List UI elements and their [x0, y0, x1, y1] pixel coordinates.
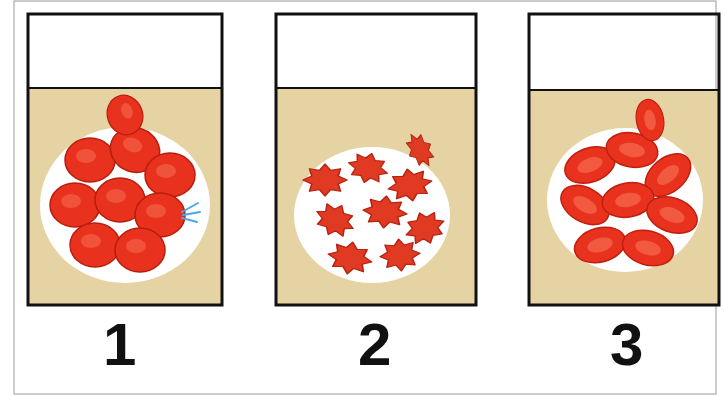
frame — [14, 1, 716, 394]
beaker — [276, 14, 476, 305]
callout-number: 2 — [358, 315, 391, 375]
callout-number: 3 — [610, 315, 643, 375]
beaker — [529, 14, 719, 305]
beaker — [28, 14, 222, 305]
callout-number: 1 — [103, 315, 136, 375]
